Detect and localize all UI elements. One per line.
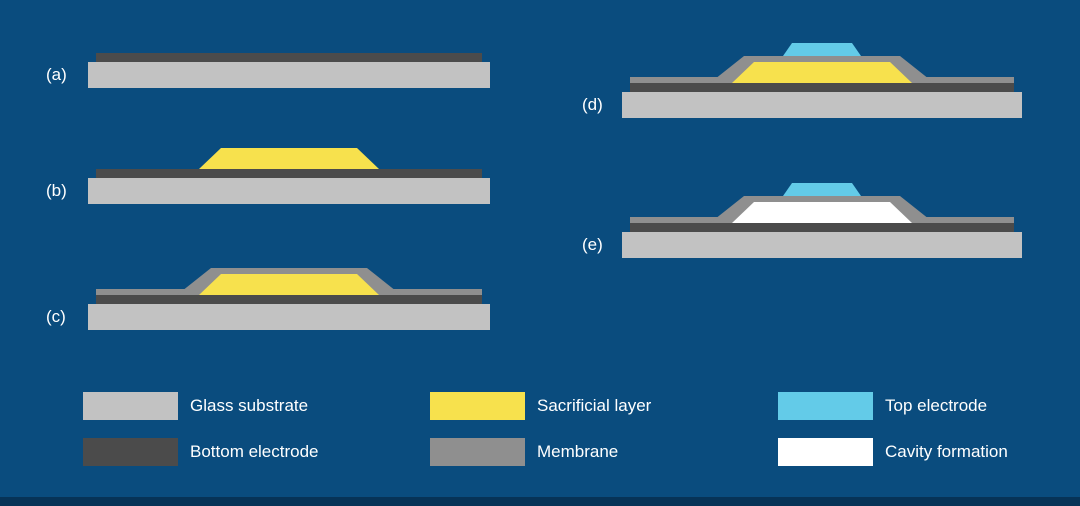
bottom-border-stripe — [0, 497, 1080, 506]
glass-substrate-layer — [622, 92, 1022, 118]
glass-substrate-layer — [88, 62, 490, 88]
sacrificial-layer-shape — [199, 274, 379, 295]
legend-swatch-cavity-formation — [778, 438, 873, 466]
legend-label-top-electrode: Top electrode — [885, 396, 988, 415]
top-electrode-shape — [783, 43, 861, 56]
device-step-a — [88, 53, 490, 88]
bottom-electrode-layer — [630, 83, 1014, 92]
device-step-d — [622, 43, 1022, 118]
step-label-a: (a) — [46, 65, 67, 84]
legend-item-glass-substrate: Glass substrate — [83, 392, 308, 420]
step-label-e: (e) — [582, 235, 603, 254]
device-step-b — [88, 148, 490, 204]
legend-label-glass-substrate: Glass substrate — [190, 396, 309, 415]
legend-swatch-membrane — [430, 438, 525, 466]
bottom-electrode-layer — [630, 223, 1014, 232]
legend-item-membrane: Membrane — [430, 438, 618, 466]
top-electrode-shape — [783, 183, 861, 196]
glass-substrate-layer — [88, 304, 490, 330]
legend-item-bottom-electrode: Bottom electrode — [83, 438, 319, 466]
legend-label-cavity-formation: Cavity formation — [885, 442, 1008, 461]
bottom-electrode-layer — [96, 295, 482, 304]
device-step-e — [622, 183, 1022, 258]
sacrificial-layer-shape — [199, 148, 379, 169]
legend-swatch-sacrificial-layer — [430, 392, 525, 420]
device-step-c — [88, 268, 490, 330]
legend-label-bottom-electrode: Bottom electrode — [190, 442, 319, 461]
legend-swatch-glass-substrate — [83, 392, 178, 420]
legend-item-sacrificial-layer: Sacrificial layer — [430, 392, 651, 420]
legend-swatch-top-electrode — [778, 392, 873, 420]
legend-item-cavity-formation: Cavity formation — [778, 438, 1008, 466]
legend-label-sacrificial-layer: Sacrificial layer — [537, 396, 652, 415]
bottom-electrode-layer — [96, 169, 482, 178]
legend-swatch-bottom-electrode — [83, 438, 178, 466]
legend-item-top-electrode: Top electrode — [778, 392, 987, 420]
step-label-b: (b) — [46, 181, 67, 200]
glass-substrate-layer — [88, 178, 490, 204]
legend-label-membrane: Membrane — [537, 442, 619, 461]
step-label-d: (d) — [582, 95, 603, 114]
glass-substrate-layer — [622, 232, 1022, 258]
cavity-shape — [732, 202, 912, 223]
step-label-c: (c) — [46, 307, 66, 326]
bottom-electrode-layer — [96, 53, 482, 62]
sacrificial-layer-shape — [732, 62, 912, 83]
